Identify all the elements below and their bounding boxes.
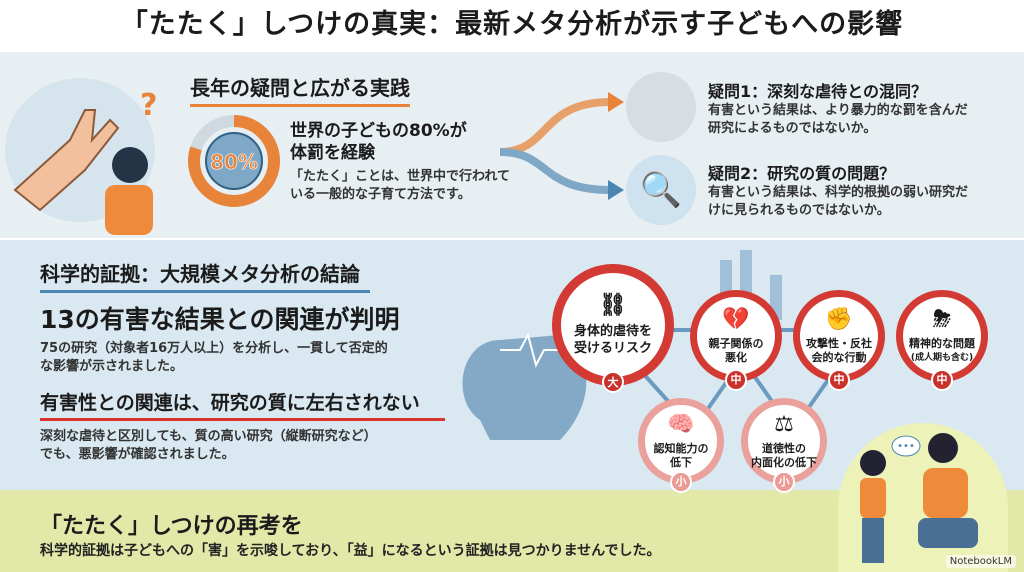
child-hand-illustration: ? (5, 78, 157, 235)
svg-text:?: ? (140, 88, 157, 123)
severity-badge: 小 (773, 471, 795, 493)
outcome-label-line-1: 親子関係の (708, 337, 764, 350)
outcome-label-line-1: 攻撃性・反社 (806, 337, 872, 350)
question-2-line-2: けに見られるものではないか。 (708, 203, 890, 218)
donut-80-percent: 80% (188, 115, 280, 207)
top-section (0, 52, 1024, 238)
outcome-label-line-2: 低下 (670, 456, 692, 469)
outcome-label-line-2: 受けるリスク (573, 341, 652, 356)
question-1-line-1: 有害という結果は、より暴力的な罰を含んだ (708, 103, 968, 118)
question-2-line-1: 有害という結果は、科学的根拠の弱い研究だ (708, 185, 969, 200)
practice-desc-2: いる一般的な子育て方法です。 (290, 187, 471, 202)
practice-heading: 長年の疑問と広がる実践 (190, 72, 410, 107)
outcome-label-line-2: 内面化の低下 (751, 456, 817, 469)
stat-line-1: 世界の子どもの80%が (290, 121, 467, 141)
svg-text:•••: ••• (897, 441, 915, 452)
outcome-label-line-1: 身体的虐待を (573, 324, 652, 339)
parent-child-talking-illustration: ••• (838, 423, 1008, 572)
evidence-big-statement: 13の有害な結果との関連が判明 (40, 305, 400, 334)
broken-chain-icon: ⛓ (599, 293, 627, 318)
outcome-label-line-2: 悪化 (725, 351, 747, 364)
branch-arrows (500, 92, 624, 200)
magnifier-document-icon: 🔍 (626, 155, 696, 225)
head-silhouette-icon (462, 335, 587, 440)
outcome-cognitive-ability: 🧠 認知能力の 低下 小 (638, 398, 724, 493)
question-2-title: 疑問2：研究の質の問題？ (708, 164, 896, 183)
globe-icon (205, 132, 263, 190)
question-1-title: 疑問1：深刻な虐待との混同？ (708, 82, 927, 101)
scales-icon: ⚖ (774, 412, 794, 437)
evidence-heading: 科学的証拠：大規模メタ分析の結論 (40, 258, 370, 293)
page-title: 「たたく」しつけの真実：最新メタ分析が示す子どもへの影響 (120, 9, 904, 40)
brain-question-icon: 🧠 (667, 412, 695, 437)
broken-heart-icon: 💔 (722, 307, 750, 332)
outcome-mental-health: ⛈ 精神的な問題 (成人期も含む) 中 (896, 290, 988, 391)
practice-desc-1: 「たたく」ことは、世界中で行われて (290, 169, 510, 184)
storm-cloud-icon: ⛈ (933, 307, 951, 332)
confused-child-icon (626, 72, 696, 142)
evidence-desc-1-line-2: な影響が示されました。 (40, 359, 184, 374)
outcome-physical-abuse-risk: ⛓ 身体的虐待を 受けるリスク 大 (552, 264, 674, 393)
donut-label: 80% (210, 150, 258, 174)
evidence-sub-heading: 有害性との関連は、研究の質に左右されない (40, 388, 445, 421)
evidence-desc-2-line-2: でも、悪影響が確認されました。 (40, 447, 235, 462)
question-1-line-2: 研究によるものではないか。 (708, 121, 877, 136)
conclusion-text: 科学的証拠は子どもへの「害」を示唆しており、「益」になるという証拠は見つかりませ… (40, 543, 661, 559)
evidence-desc-1-line-1: 75の研究（対象者16万人以上）を分析し、一貫して否定的 (40, 341, 388, 356)
severity-badge: 小 (670, 471, 692, 493)
outcome-label-line-1: 精神的な問題 (909, 337, 975, 350)
outcome-label-line-2: 会的な行動 (811, 351, 867, 364)
severity-badge: 中 (931, 369, 953, 391)
severity-badge: 中 (828, 369, 850, 391)
fist-icon: ✊ (825, 307, 853, 332)
evidence-desc-2-line-1: 深刻な虐待と区別しても、質の高い研究（縦断研究など） (40, 429, 377, 444)
outcome-label-line-2: (成人期も含む) (910, 353, 974, 363)
outcome-moral-internalization: ⚖ 道徳性の 内面化の低下 小 (741, 398, 827, 493)
stat-line-2: 体罰を経験 (290, 143, 375, 163)
conclusion-heading: 「たたく」しつけの再考を (40, 514, 303, 539)
severity-badge: 中 (725, 369, 747, 391)
outcome-aggression: ✊ 攻撃性・反社 会的な行動 中 (793, 290, 885, 391)
outcome-label-line-1: 認知能力の (653, 442, 709, 455)
outcome-parent-child-relationship: 💔 親子関係の 悪化 中 (690, 290, 782, 391)
outcome-label-line-1: 道徳性の (762, 442, 806, 455)
severity-badge: 大 (602, 371, 624, 393)
notebooklm-watermark: NotebookLM (945, 555, 1016, 568)
